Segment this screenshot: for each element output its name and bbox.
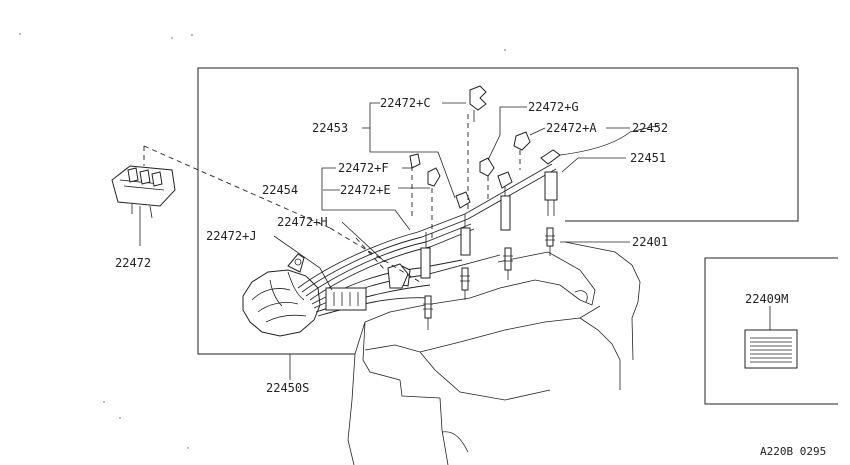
label-22450S: 22450S [266,381,309,395]
label-22451: 22451 [630,151,666,165]
label-22472-F: 22472+F [338,161,389,175]
distributor-cap [242,253,321,337]
scan-specks [19,33,506,449]
main-frame [197,67,799,355]
label-22472-C: 22472+C [380,96,431,110]
plug-lead-22451 [540,124,661,216]
engine-outline [347,241,641,465]
label-22472-E: 22472+E [340,183,391,197]
emission-label-22409M [744,306,798,369]
leader-lines [139,102,630,380]
label-22472-G: 22472+G [528,100,579,114]
label-22453: 22453 [312,121,348,135]
dashed-lines [143,114,521,283]
label-22472: 22472 [115,256,151,270]
cable-clamps [325,85,531,311]
spark-plugs [423,227,555,330]
label-22472-J: 22472+J [206,229,257,243]
label-22454: 22454 [262,183,298,197]
label-22401: 22401 [632,235,668,249]
label-22452: 22452 [632,121,668,135]
label-22472-A: 22472+A [546,121,597,135]
reference-code: A220B 0295 [760,445,826,458]
clamp-22472 [111,165,176,220]
part-labels: 22472+C 22472+G 22453 22472+A 22452 2245… [115,96,826,458]
label-22409M: 22409M [745,292,788,306]
plug-boots [397,184,511,287]
label-22472-H: 22472+H [277,215,328,229]
inset-frame [704,257,838,405]
